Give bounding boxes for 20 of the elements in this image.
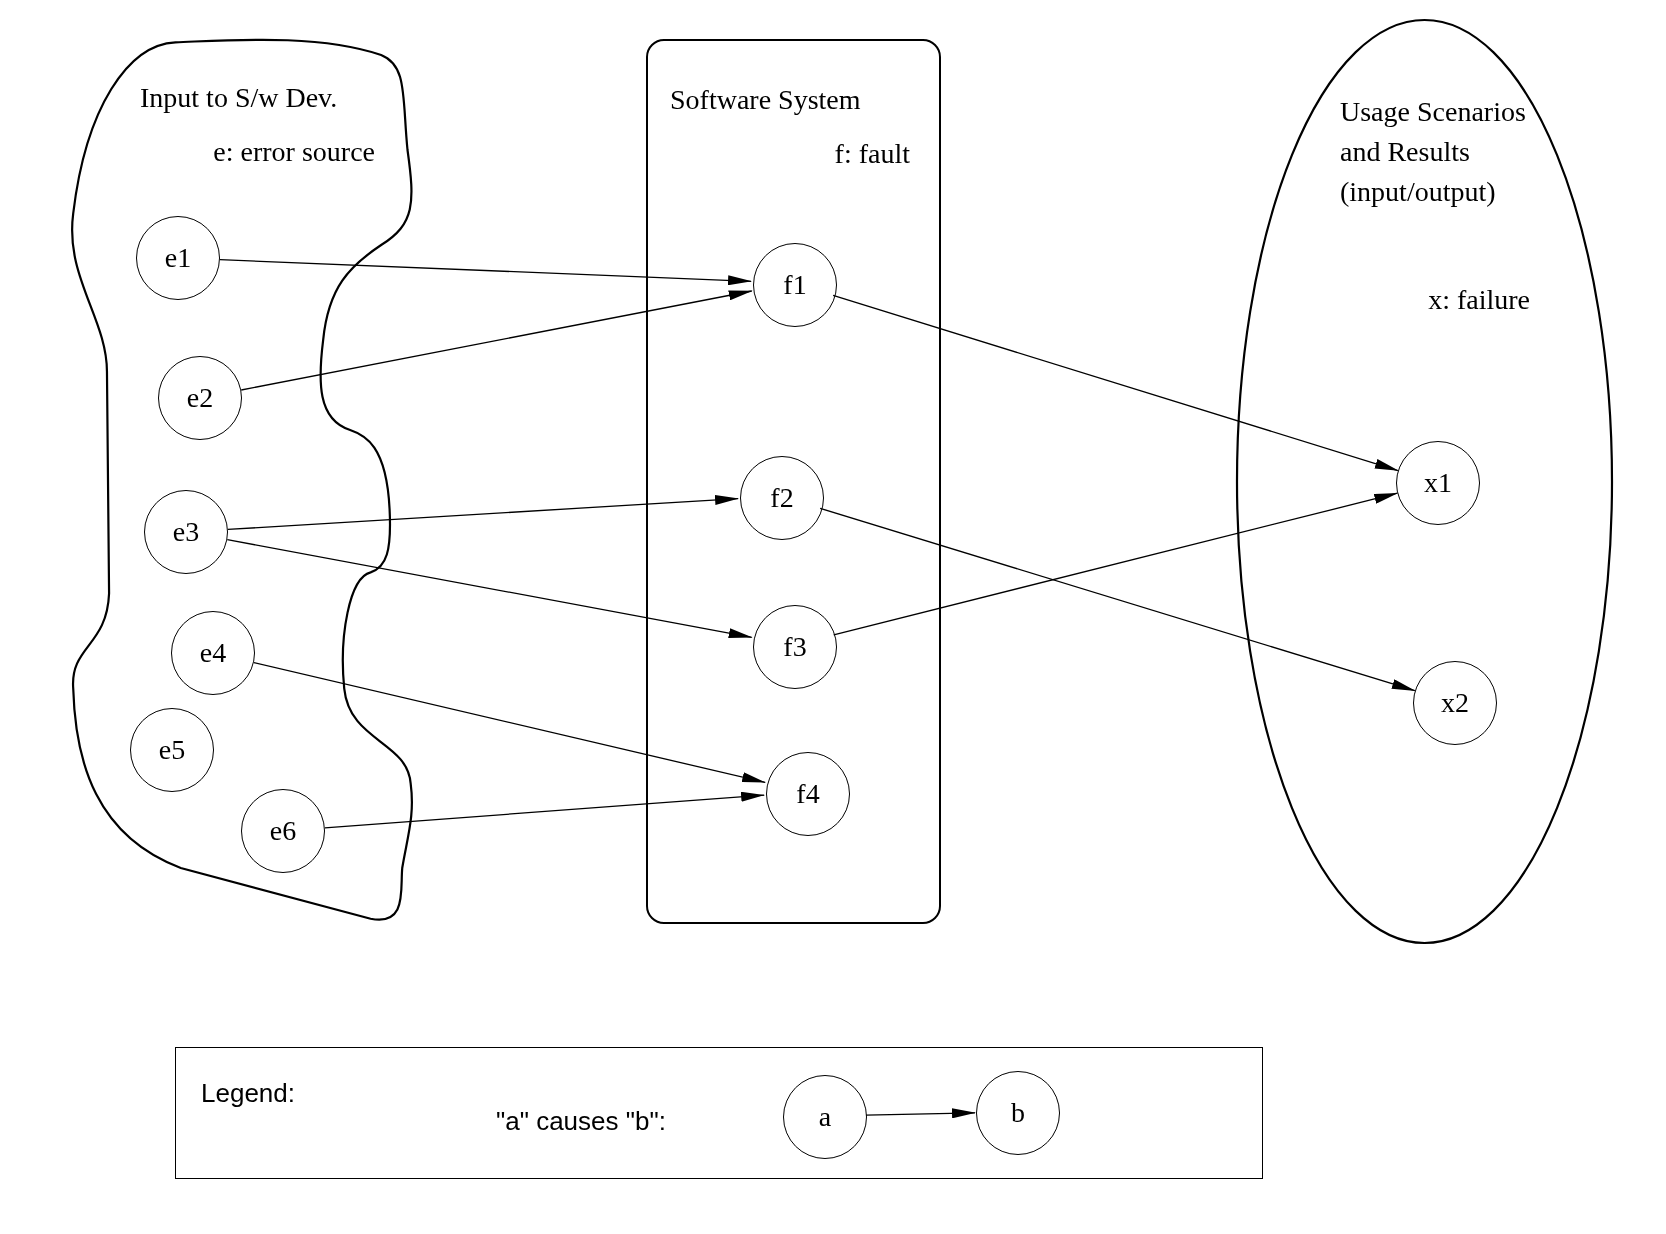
legend-box bbox=[175, 1047, 1263, 1179]
cause-arrow bbox=[227, 494, 740, 531]
system-box bbox=[646, 39, 941, 924]
cause-arrow bbox=[833, 492, 1399, 636]
region-note: f: fault bbox=[833, 137, 910, 171]
cause-arrow bbox=[253, 661, 767, 784]
cause-arrow bbox=[832, 294, 1399, 472]
cause-arrow bbox=[219, 259, 753, 286]
cause-arrow bbox=[324, 791, 766, 829]
region-note: e: error source bbox=[212, 135, 375, 169]
legend-title: Legend: bbox=[201, 1077, 296, 1110]
cause-arrow bbox=[865, 1108, 976, 1119]
cause-arrow bbox=[819, 507, 1416, 692]
cause-arrow bbox=[240, 290, 753, 391]
region-title: Software System bbox=[670, 83, 862, 117]
region-title: Input to S/w Dev. bbox=[140, 81, 339, 115]
region-title: Usage Scenarios and Results (input/output) bbox=[1340, 95, 1527, 209]
region-note: x: failure bbox=[1427, 283, 1530, 317]
legend-caption: "a" causes "b": bbox=[496, 1105, 667, 1138]
cause-arrow bbox=[226, 539, 753, 638]
